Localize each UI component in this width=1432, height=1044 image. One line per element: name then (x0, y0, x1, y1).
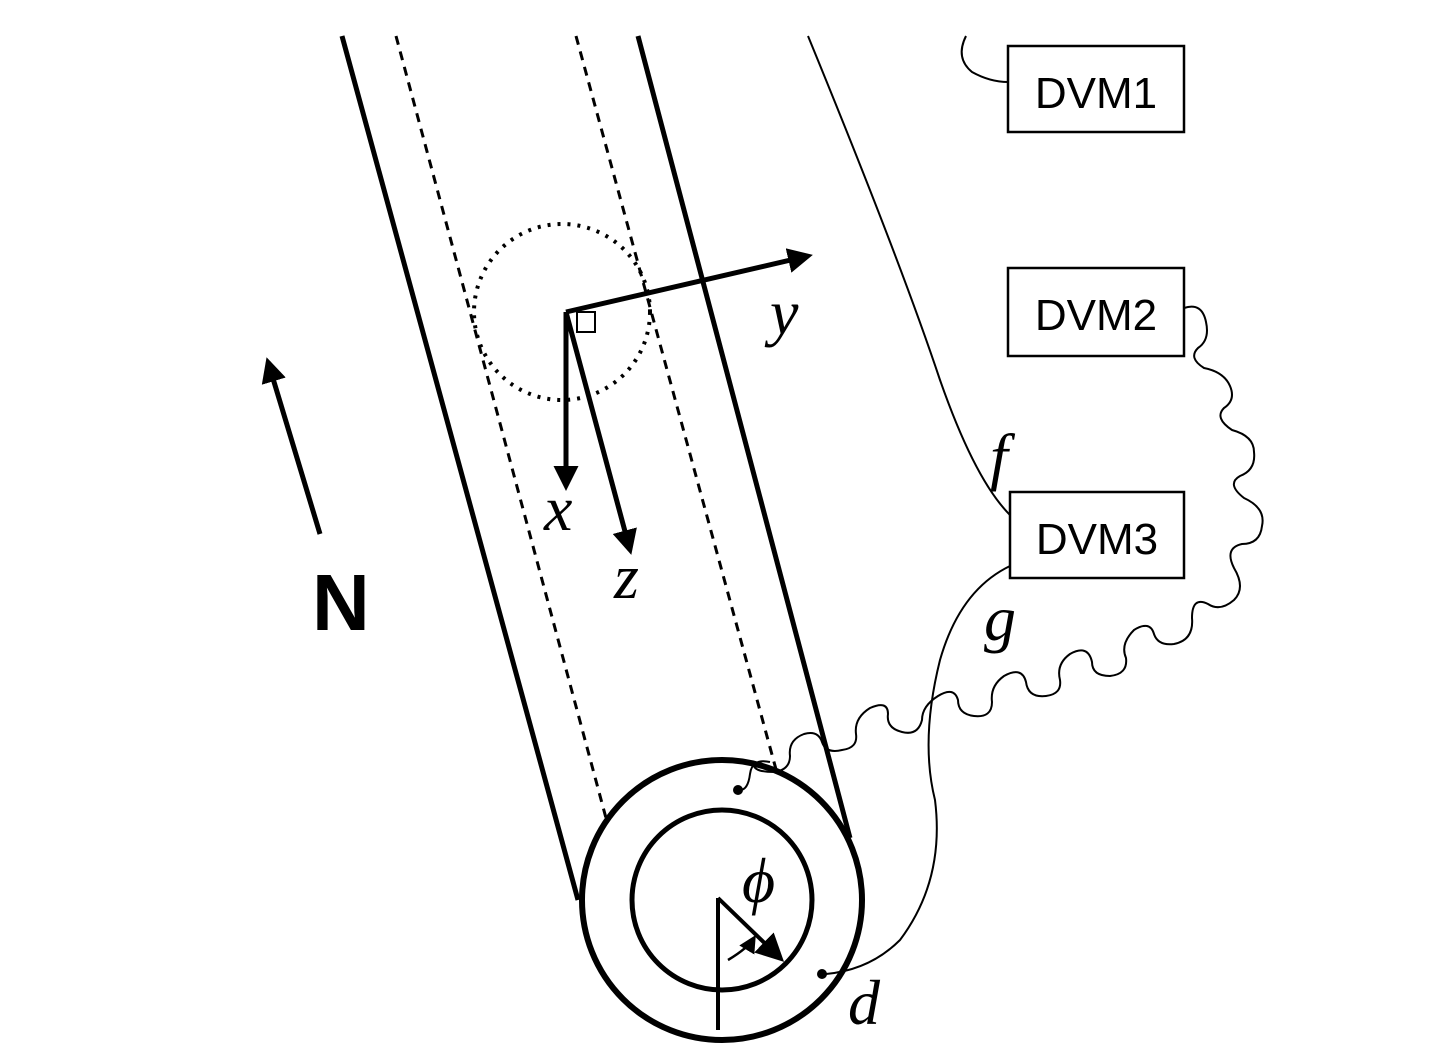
reference-circle-dotted (472, 222, 652, 402)
angle-arc (727, 934, 756, 962)
contact-f-label: f (990, 421, 1016, 492)
cylinder-left-wall (339, 35, 581, 901)
contact-ring-point (733, 785, 743, 795)
y-axis-arrow (565, 248, 813, 315)
cylinder-right-wall (635, 35, 853, 839)
dvm3-box: DVM3 (1008, 490, 1186, 580)
north-label: N (312, 558, 370, 647)
wire-f (807, 35, 1011, 516)
dvm2-box: DVM2 (1006, 266, 1186, 358)
contact-g-label: g (984, 583, 1016, 654)
dvm2-label: DVM2 (1035, 291, 1157, 340)
cylinder-body (339, 35, 853, 901)
angle-label: ϕ (742, 845, 775, 916)
z-axis-label: z (613, 541, 639, 612)
wire-dvm2-twisted (753, 305, 1264, 774)
contact-d-point (817, 969, 827, 979)
wire-g (825, 565, 1011, 975)
wire-dvm1 (960, 35, 1009, 83)
y-axis-label: y (764, 277, 799, 348)
dvm3-frame (1008, 490, 1186, 580)
dvm2-frame (1006, 266, 1186, 358)
coordinate-axes: y x z (543, 248, 813, 612)
dvm1-label: DVM1 (1035, 69, 1157, 118)
angle-indicator: ϕ (716, 845, 785, 1030)
angle-line (716, 896, 785, 962)
inner-wall-left-dashed (394, 35, 630, 901)
dvm3-label: DVM3 (1036, 515, 1158, 564)
dvm1-frame (1006, 44, 1186, 134)
inner-wall-right-dashed (574, 35, 800, 851)
x-axis-label: x (543, 473, 572, 544)
contact-d-label: d (848, 967, 881, 1038)
right-angle-marker (576, 311, 596, 333)
wire-dvm2-tail (739, 760, 771, 791)
dvm1-box: DVM1 (1006, 44, 1186, 134)
north-indicator: N (261, 357, 370, 647)
z-axis-arrow (563, 311, 637, 555)
north-arrow (261, 357, 323, 535)
